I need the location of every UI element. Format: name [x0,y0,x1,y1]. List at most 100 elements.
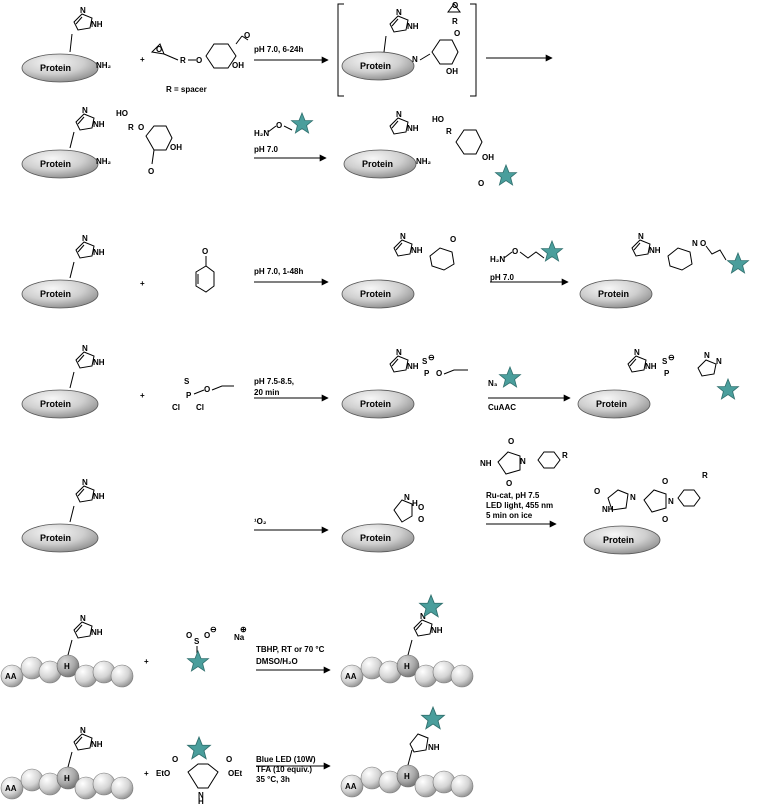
svg-text:O: O [662,515,668,524]
protein-label: Protein [603,535,634,545]
svg-text:O: O [244,31,250,40]
thiophosphoramidate-adduct: Protein P S ⊖ O [341,347,468,419]
row2: Protein NH₂ HO R O OH O H₂N O pH 7.0 Pro… [21,105,517,188]
ester-right: OEt [228,769,243,778]
amine-label: NH₂ [96,157,112,166]
atom-p: P [424,369,430,378]
protein-label: Protein [360,399,391,409]
svg-text:O: O [204,385,210,394]
svg-text:N: N [404,493,410,502]
plus-sign: + [140,55,145,64]
azide-label: N₃ [488,379,498,388]
reagent-note: R = spacer [166,85,207,94]
his-label: H [404,772,410,781]
charge-minus: ⊖ [428,353,435,362]
protein-label: Protein [40,289,71,299]
protein-label: Protein [40,399,71,409]
row5-arrow2-line1: Ru-cat, pH 7.5 [486,491,540,500]
atom-s: S [422,357,428,366]
svg-text:O: O [700,239,706,248]
svg-text:O: O [662,477,668,486]
svg-text:S: S [194,637,200,646]
his-label: H [64,662,70,671]
protein-label: Protein [40,63,71,73]
endoperoxide-intermediate: Protein N H O O [341,493,424,553]
svg-text:N: N [704,351,710,360]
ester-left: EtO [156,769,170,778]
svg-text:O: O [226,755,232,764]
atom-p: P [186,391,192,400]
svg-text:O: O [202,247,208,256]
oxime-linker-product: Protein N O [579,231,749,309]
svg-text:N: N [412,55,418,64]
azide-star-reagent: N₃ [488,366,521,388]
plus-sign: + [144,657,149,666]
row6-arrow-line1: TBHP, RT or 70 °C [256,645,325,654]
reagent-formula: H₂N [490,255,505,264]
svg-text:H: H [198,797,204,804]
left-bracket [337,3,344,97]
row1-arrow1-label: pH 7.0, 6-24h [254,45,303,54]
charge-minus: ⊖ [668,353,675,362]
svg-text:NH: NH [602,505,614,514]
thiophosphoryl-chloride-reagent: S P Cl Cl O [172,377,234,412]
aminooxy-linker-reagent: H₂N O [490,240,563,264]
atom-s: S [184,377,190,386]
amine-label: NH₂ [416,157,432,166]
row6: AA H + O S O ⊖ Na ⊕ TBHP, RT or 70 °C DM… [0,594,474,688]
charge-minus: ⊖ [210,625,217,634]
svg-text:N: N [692,239,698,248]
counterion: Na [234,633,245,642]
hydroxyl-adduct-start: Protein NH₂ HO R O OH O [21,105,182,179]
atom-cl: Cl [172,403,180,412]
plus-sign: + [140,279,145,288]
atom-n: N [520,457,526,466]
row5-arrow2-line2: LED light, 455 nm [486,501,553,510]
atom-o: O [506,479,512,488]
his-label: H [64,774,70,783]
star-labeled-peptide: AA H [340,594,474,688]
urazole-reagent: O NH N R O [480,437,568,488]
cyclohexenone-reagent: O [195,247,215,293]
svg-text:O: O [452,1,458,10]
svg-text:O: O [148,167,154,176]
aa-label: AA [345,672,357,681]
oxime-product: Protein NH₂ HO R OH O [343,109,517,188]
protein-label: Protein [598,289,629,299]
atom-nh: NH [480,459,492,468]
atom-cl: Cl [196,403,204,412]
row7: AA H + EtO OEt O O N H Blue LED (10W) TF… [0,706,474,804]
atom-o: O [508,437,514,446]
svg-text:O: O [196,56,202,65]
sulfinate-star-reagent: O S O ⊖ Na ⊕ [186,625,247,672]
aa-label: AA [5,784,17,793]
atom-o: O [418,515,424,524]
svg-text:O: O [172,755,178,764]
row4-arrow2-label: CuAAC [488,403,516,412]
atom-nh: NH [428,743,440,752]
atom-o: O [138,123,144,132]
row5: Protein ¹O₂ Protein N H O O O NH N R O R… [21,437,708,555]
r-group-label: R [180,56,186,65]
svg-text:O: O [156,45,162,54]
r-group-label: R [452,17,458,26]
protein-blob: Protein NH₂ [21,5,112,83]
protein-label: Protein [40,533,71,543]
row5-arrow2-line3: 5 min on ice [486,511,533,520]
atom-r: R [446,127,452,136]
protein-label: Protein [40,159,71,169]
r-group-label: R [702,471,708,480]
atom-o: O [450,235,456,244]
aa-label: AA [345,782,357,791]
amine-label: NH₂ [96,61,112,70]
hantzsch-ester-star-reagent: EtO OEt O O N H [156,736,243,804]
svg-text:N: N [630,493,636,502]
svg-text:N: N [668,497,674,506]
his-label: H [404,662,410,671]
aminooxy-star-reagent: H₂N O [254,112,313,138]
svg-text:O: O [204,631,210,640]
epoxide-aldehyde-reagent: O R O O OH [150,31,250,70]
atom-o: O [478,179,484,188]
row4-arrow1-label-2: 20 min [254,388,279,397]
